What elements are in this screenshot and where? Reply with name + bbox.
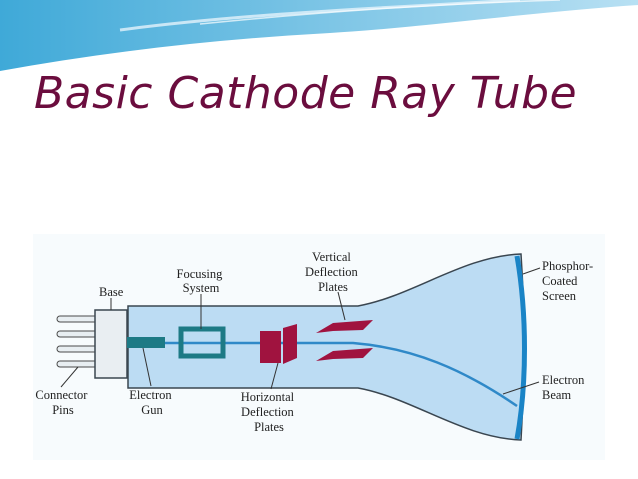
vertical-deflection-plate	[316, 348, 373, 361]
label-focusing-system: Focusing System	[177, 267, 226, 295]
horizontal-deflection-plate	[283, 324, 297, 364]
label-phosphor-coated-screen: Phosphor- Coated Screen	[542, 259, 596, 303]
header-wave-decoration	[0, 0, 638, 73]
label-horizontal-deflection-plates: Horizontal Deflection Plates	[241, 390, 298, 434]
slide-title: Basic Cathode Ray Tube	[34, 68, 578, 119]
connector-pin	[56, 345, 100, 353]
horizontal-deflection-plate	[260, 331, 281, 363]
label-connector-pins: Connector Pins	[35, 388, 90, 417]
vertical-deflection-plate	[316, 320, 373, 333]
label-electron-beam: Electron Beam	[542, 373, 587, 402]
phosphor-screen	[514, 255, 527, 440]
label-electron-gun: Electron Gun	[129, 388, 174, 417]
crt-diagram: Base Connector Pins Electron Gun Focusin…	[35, 250, 596, 441]
electron-beam	[165, 341, 518, 408]
label-vertical-deflection-plates: Vertical Deflection Plates	[305, 250, 361, 294]
electron-gun	[127, 337, 165, 348]
focusing-system	[178, 326, 226, 359]
connector-pin	[56, 315, 100, 323]
connector-pin	[56, 330, 100, 338]
label-base: Base	[99, 285, 124, 299]
connector-pin	[56, 360, 100, 368]
tube-base	[94, 309, 128, 379]
crt-diagram-panel: Base Connector Pins Electron Gun Focusin…	[33, 234, 605, 460]
